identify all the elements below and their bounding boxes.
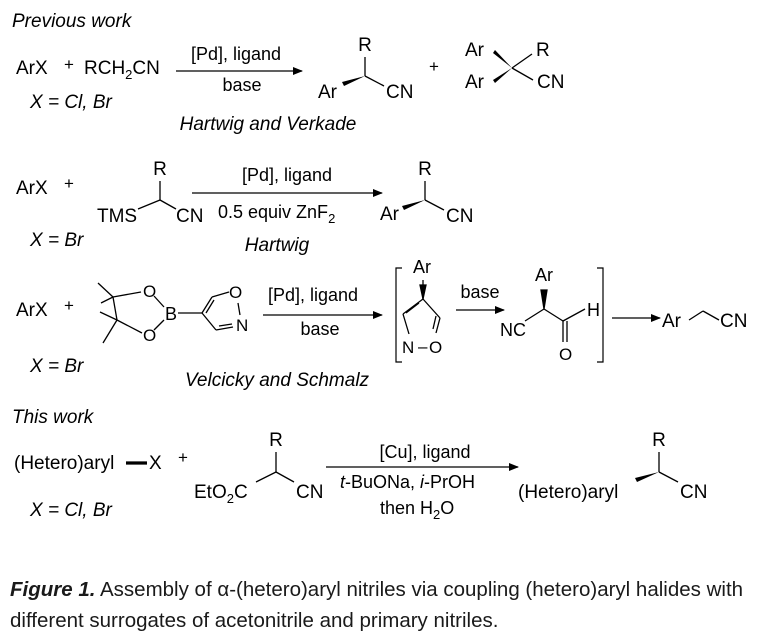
s4-reagent-top: [Cu], ligand xyxy=(379,442,470,462)
s1-side-ar-2: Ar xyxy=(465,72,485,93)
s3-int1-dash: – xyxy=(418,337,428,356)
s4-reagent-mid: t-BuONa, i-PrOH xyxy=(340,472,475,492)
s3-int2-nc: NC xyxy=(500,320,526,340)
s3-credit: Velcicky and Schmalz xyxy=(185,370,370,391)
s3-int1-ring xyxy=(402,280,441,335)
this-work-heading: This work xyxy=(12,407,95,428)
s2-arx: ArX xyxy=(16,178,48,199)
s1-product-bond-cn xyxy=(364,75,385,87)
s3-step-reagent: base xyxy=(460,282,499,302)
s1-side-r: R xyxy=(536,40,550,61)
s3-boron: B xyxy=(165,304,177,324)
s4-sm-r: R xyxy=(269,430,283,451)
s2-reagent-bottom: 0.5 equiv ZnF2 xyxy=(218,202,335,226)
figure-caption: Figure 1. Assembly of α-(hetero)aryl nit… xyxy=(10,574,760,636)
s3-boronate-o-top: O xyxy=(143,282,156,301)
s4-x-definition: X = Cl, Br xyxy=(29,500,112,521)
figure-label: Figure 1. xyxy=(10,578,96,601)
s4-product-bond-cn xyxy=(658,471,679,483)
s3-product-ar: Ar xyxy=(662,311,682,332)
s3-reagent-bottom: base xyxy=(300,319,339,339)
s3-int1-ar: Ar xyxy=(413,257,431,277)
s4-reagent-bottom: then H2O xyxy=(380,498,454,522)
s2-sm-bond-tms xyxy=(137,199,161,210)
s2-product-bond-cn xyxy=(424,199,445,211)
s1-side-cn: CN xyxy=(537,72,564,93)
s4-product-r: R xyxy=(652,430,666,451)
s3-int1-o: O xyxy=(429,338,442,357)
reaction-scheme: Previous work ArX + RCH2CN X = Cl, Br [P… xyxy=(12,11,747,522)
s1-credit: Hartwig and Verkade xyxy=(180,114,357,135)
s4-sm-bond-ester xyxy=(255,471,277,483)
s1-product-ar: Ar xyxy=(318,82,338,103)
s3-int1-n: N xyxy=(402,338,414,357)
s3-product-cn: CN xyxy=(720,311,747,332)
s1-side-wedge-2 xyxy=(493,68,512,83)
s3-product-bond-2 xyxy=(702,310,720,321)
s4-aryl-x: X xyxy=(149,453,162,474)
s4-aryl-label: (Hetero)aryl xyxy=(14,453,114,474)
s1-arx: ArX xyxy=(16,58,48,79)
s3-boronate-o-bottom: O xyxy=(143,326,156,345)
s1-side-bond-cn xyxy=(511,67,534,81)
s2-sm-bond-cn xyxy=(159,199,177,210)
s2-reagent-top: [Pd], ligand xyxy=(242,165,332,185)
s4-sm-cn: CN xyxy=(296,482,323,503)
scheme-2: ArX + X = Br R TMS CN [Pd], ligand 0.5 e… xyxy=(16,159,473,256)
s3-isoxazole-o: O xyxy=(229,283,242,302)
s1-side-wedge-1 xyxy=(493,50,512,68)
scheme-3: ArX + X = Br O O B O xyxy=(16,257,747,391)
s3-int2-h: H xyxy=(587,300,600,320)
s4-sm-ester: EtO2C xyxy=(194,482,248,506)
s2-sm-tms: TMS xyxy=(97,206,137,227)
s1-product-wedge-bond xyxy=(342,76,365,86)
s4-plus: + xyxy=(178,448,188,467)
s2-plus: + xyxy=(64,174,74,193)
scheme-1: ArX + RCH2CN X = Cl, Br [Pd], ligand bas… xyxy=(16,35,564,135)
s1-substrate: RCH2CN xyxy=(84,58,160,82)
s2-product-r: R xyxy=(418,159,432,180)
s3-int2-ar: Ar xyxy=(535,265,553,285)
s3-arx: ArX xyxy=(16,300,48,321)
s1-x-definition: X = Cl, Br xyxy=(29,92,112,113)
s2-sm-cn: CN xyxy=(176,206,203,227)
s1-plus-2: + xyxy=(429,57,439,76)
s3-isoxazole-n: N xyxy=(236,316,248,335)
s3-bracket-left xyxy=(395,267,402,363)
s2-sm-r: R xyxy=(153,159,167,180)
s2-x-definition: X = Br xyxy=(29,230,84,251)
s1-product-r: R xyxy=(358,35,372,56)
s1-reagent-top: [Pd], ligand xyxy=(191,44,281,64)
s3-pinacol-boronate xyxy=(97,282,202,344)
s1-side-bond-r xyxy=(511,53,533,69)
s3-int2-skeleton xyxy=(524,289,586,342)
figure-caption-text: Assembly of α-(hetero)aryl nitriles via … xyxy=(10,578,744,632)
s3-reagent-top: [Pd], ligand xyxy=(268,285,358,305)
s2-product-ar: Ar xyxy=(380,204,400,225)
s1-product-cn: CN xyxy=(386,82,413,103)
s2-product-wedge-bond xyxy=(402,200,425,210)
scheme-4: (Hetero)aryl X + X = Cl, Br R EtO2C CN [… xyxy=(14,430,707,522)
s1-side-ar-1: Ar xyxy=(465,40,485,61)
s4-product-wedge-bond xyxy=(635,472,659,482)
s3-int2-o: O xyxy=(559,345,572,364)
s4-sm-bond-cn xyxy=(275,471,295,483)
previous-work-heading: Previous work xyxy=(12,11,133,32)
s2-product-cn: CN xyxy=(446,206,473,227)
s4-product-label: (Hetero)aryl xyxy=(518,482,618,503)
s3-plus: + xyxy=(64,296,74,315)
s4-product-cn: CN xyxy=(680,482,707,503)
s2-credit: Hartwig xyxy=(245,235,310,256)
s1-plus: + xyxy=(64,55,74,74)
s3-product-bond-1 xyxy=(688,310,704,321)
s3-x-definition: X = Br xyxy=(29,356,84,377)
s3-isoxazole-ring xyxy=(201,291,241,331)
s3-bracket-right xyxy=(597,267,604,363)
s1-reagent-bottom: base xyxy=(222,75,261,95)
